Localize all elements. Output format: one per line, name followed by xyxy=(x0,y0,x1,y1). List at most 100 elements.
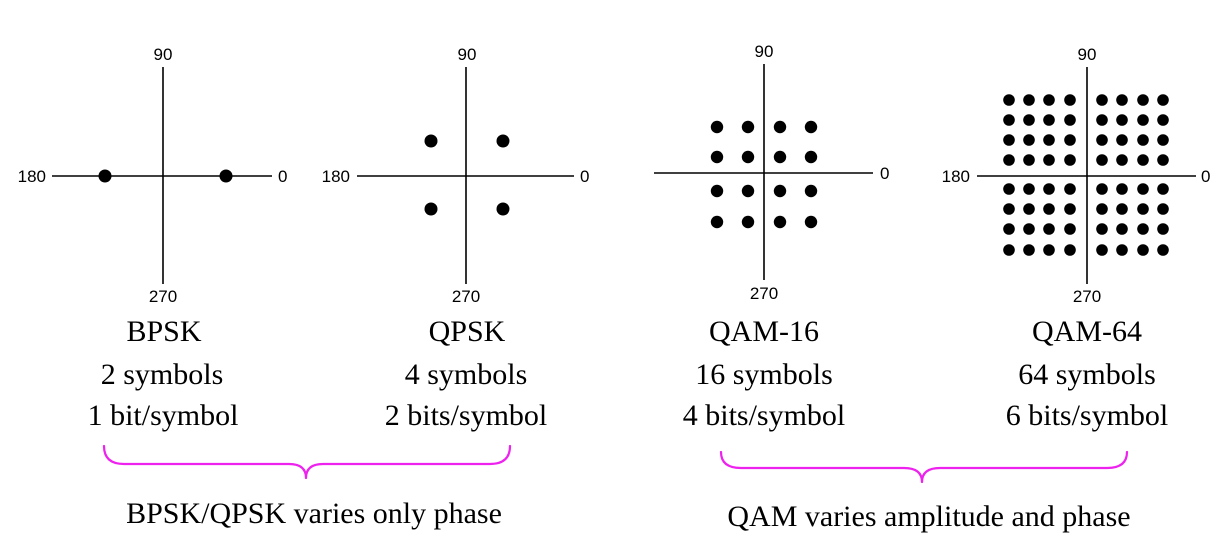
qam16-bits-per-symbol: 4 bits/symbol xyxy=(683,399,846,432)
qam-group-caption: QAM varies amplitude and phase xyxy=(727,500,1130,533)
bpsk-label-180: 180 xyxy=(18,167,46,186)
qam16-symbol-point xyxy=(773,215,787,229)
phase-group-caption: BPSK/QPSK varies only phase xyxy=(126,497,502,530)
qam64-symbol-point xyxy=(1003,244,1015,256)
qam64-symbol-point xyxy=(1003,223,1015,235)
qam16-symbol-point xyxy=(804,215,818,229)
qam64-symbol-point xyxy=(1043,203,1055,215)
qam64-symbol-point xyxy=(1096,114,1108,126)
qpsk-symbol-point xyxy=(424,202,438,216)
qam64-symbol-point xyxy=(1137,223,1149,235)
qam64-label-0: 0 xyxy=(1201,167,1210,186)
qam16-symbol-point xyxy=(710,184,724,198)
qam16-symbol-point xyxy=(773,184,787,198)
qam64-symbol-point xyxy=(1096,203,1108,215)
bpsk-label-0: 0 xyxy=(278,167,287,186)
qam64-symbol-point xyxy=(1096,223,1108,235)
qam16-label-90: 90 xyxy=(755,42,774,61)
qam64-symbol-point xyxy=(1116,183,1128,195)
qam64-symbol-point xyxy=(1137,94,1149,106)
qam64-symbol-point xyxy=(1023,203,1035,215)
qam64-symbol-point xyxy=(1157,223,1169,235)
qam64-symbol-point xyxy=(1023,94,1035,106)
qam64-symbol-point xyxy=(1003,154,1015,166)
qam16-symbol-point xyxy=(710,150,724,164)
qam16-symbol-count: 16 symbols xyxy=(695,358,833,391)
qam64-symbol-point xyxy=(1096,94,1108,106)
qam64-symbol-point xyxy=(1023,183,1035,195)
qam64-symbol-point xyxy=(1157,203,1169,215)
qam64-symbol-point xyxy=(1137,134,1149,146)
qam64-symbol-point xyxy=(1096,244,1108,256)
qam64-symbol-point xyxy=(1064,244,1076,256)
bpsk-caption: BPSK 2 symbols 1 bit/symbol xyxy=(88,315,239,432)
qam16-symbol-point xyxy=(741,184,755,198)
qam64-symbol-point xyxy=(1137,154,1149,166)
qam64-symbol-point xyxy=(1116,223,1128,235)
qam64-constellation: 90 180 0 270 xyxy=(942,45,1211,306)
qam64-symbol-point xyxy=(1003,183,1015,195)
qam64-symbol-point xyxy=(1116,203,1128,215)
qam64-symbol-point xyxy=(1003,203,1015,215)
qam64-label-270: 270 xyxy=(1073,287,1101,306)
qam64-symbol-point xyxy=(1096,183,1108,195)
qam64-symbol-point xyxy=(1116,134,1128,146)
qam64-symbol-point xyxy=(1096,134,1108,146)
qam64-symbol-point xyxy=(1157,134,1169,146)
bpsk-symbol-point xyxy=(219,169,233,183)
qam64-symbol-point xyxy=(1064,183,1076,195)
qam64-symbol-point xyxy=(1043,154,1055,166)
bpsk-constellation: 90 180 0 270 xyxy=(18,45,288,306)
bpsk-symbol-point xyxy=(98,169,112,183)
qpsk-constellation: 90 180 0 270 xyxy=(322,45,590,306)
qam64-symbol-point xyxy=(1116,94,1128,106)
qam64-symbol-point xyxy=(1023,134,1035,146)
qam64-symbol-point xyxy=(1043,183,1055,195)
qam-group-brace xyxy=(719,450,1129,484)
qam64-symbol-point xyxy=(1137,114,1149,126)
qam64-symbol-point xyxy=(1023,244,1035,256)
qam64-symbol-point xyxy=(1096,154,1108,166)
bpsk-bits-per-symbol: 1 bit/symbol xyxy=(88,399,239,432)
qam64-symbol-point xyxy=(1003,134,1015,146)
qam64-symbol-point xyxy=(1064,154,1076,166)
phase-group-brace xyxy=(102,444,512,480)
qpsk-caption: QPSK 4 symbols 2 bits/symbol xyxy=(385,315,548,432)
qam64-symbol-point xyxy=(1064,134,1076,146)
qam64-symbol-point xyxy=(1023,154,1035,166)
qpsk-bits-per-symbol: 2 bits/symbol xyxy=(385,399,548,432)
qam16-symbol-points xyxy=(710,120,818,229)
qam64-symbol-points xyxy=(1003,94,1169,256)
qpsk-label-180: 180 xyxy=(322,167,350,186)
qam64-symbol-count: 64 symbols xyxy=(1018,358,1156,391)
qpsk-label-270: 270 xyxy=(452,287,480,306)
qam64-symbol-point xyxy=(1023,114,1035,126)
qam64-symbol-point xyxy=(1116,114,1128,126)
qam16-symbol-point xyxy=(710,215,724,229)
qam64-symbol-point xyxy=(1064,203,1076,215)
qam64-symbol-point xyxy=(1003,114,1015,126)
qpsk-name: QPSK xyxy=(429,315,506,348)
bpsk-symbol-count: 2 symbols xyxy=(101,358,224,391)
qam64-symbol-point xyxy=(1043,94,1055,106)
qam16-symbol-point xyxy=(804,150,818,164)
qam64-symbol-point xyxy=(1137,183,1149,195)
qam64-symbol-point xyxy=(1157,244,1169,256)
qam64-symbol-point xyxy=(1157,183,1169,195)
qpsk-label-0: 0 xyxy=(580,167,589,186)
bpsk-label-270: 270 xyxy=(149,287,177,306)
qam64-symbol-point xyxy=(1023,223,1035,235)
qam64-symbol-point xyxy=(1064,223,1076,235)
qam64-symbol-point xyxy=(1043,244,1055,256)
qpsk-symbol-point xyxy=(496,134,510,148)
qam64-label-90: 90 xyxy=(1078,45,1097,64)
qam64-label-180: 180 xyxy=(942,167,970,186)
qam16-label-270: 270 xyxy=(750,284,778,303)
qam16-symbol-point xyxy=(741,215,755,229)
qam16-symbol-point xyxy=(773,120,787,134)
qpsk-label-90: 90 xyxy=(458,45,477,64)
qam64-symbol-point xyxy=(1043,134,1055,146)
qam16-symbol-point xyxy=(773,150,787,164)
